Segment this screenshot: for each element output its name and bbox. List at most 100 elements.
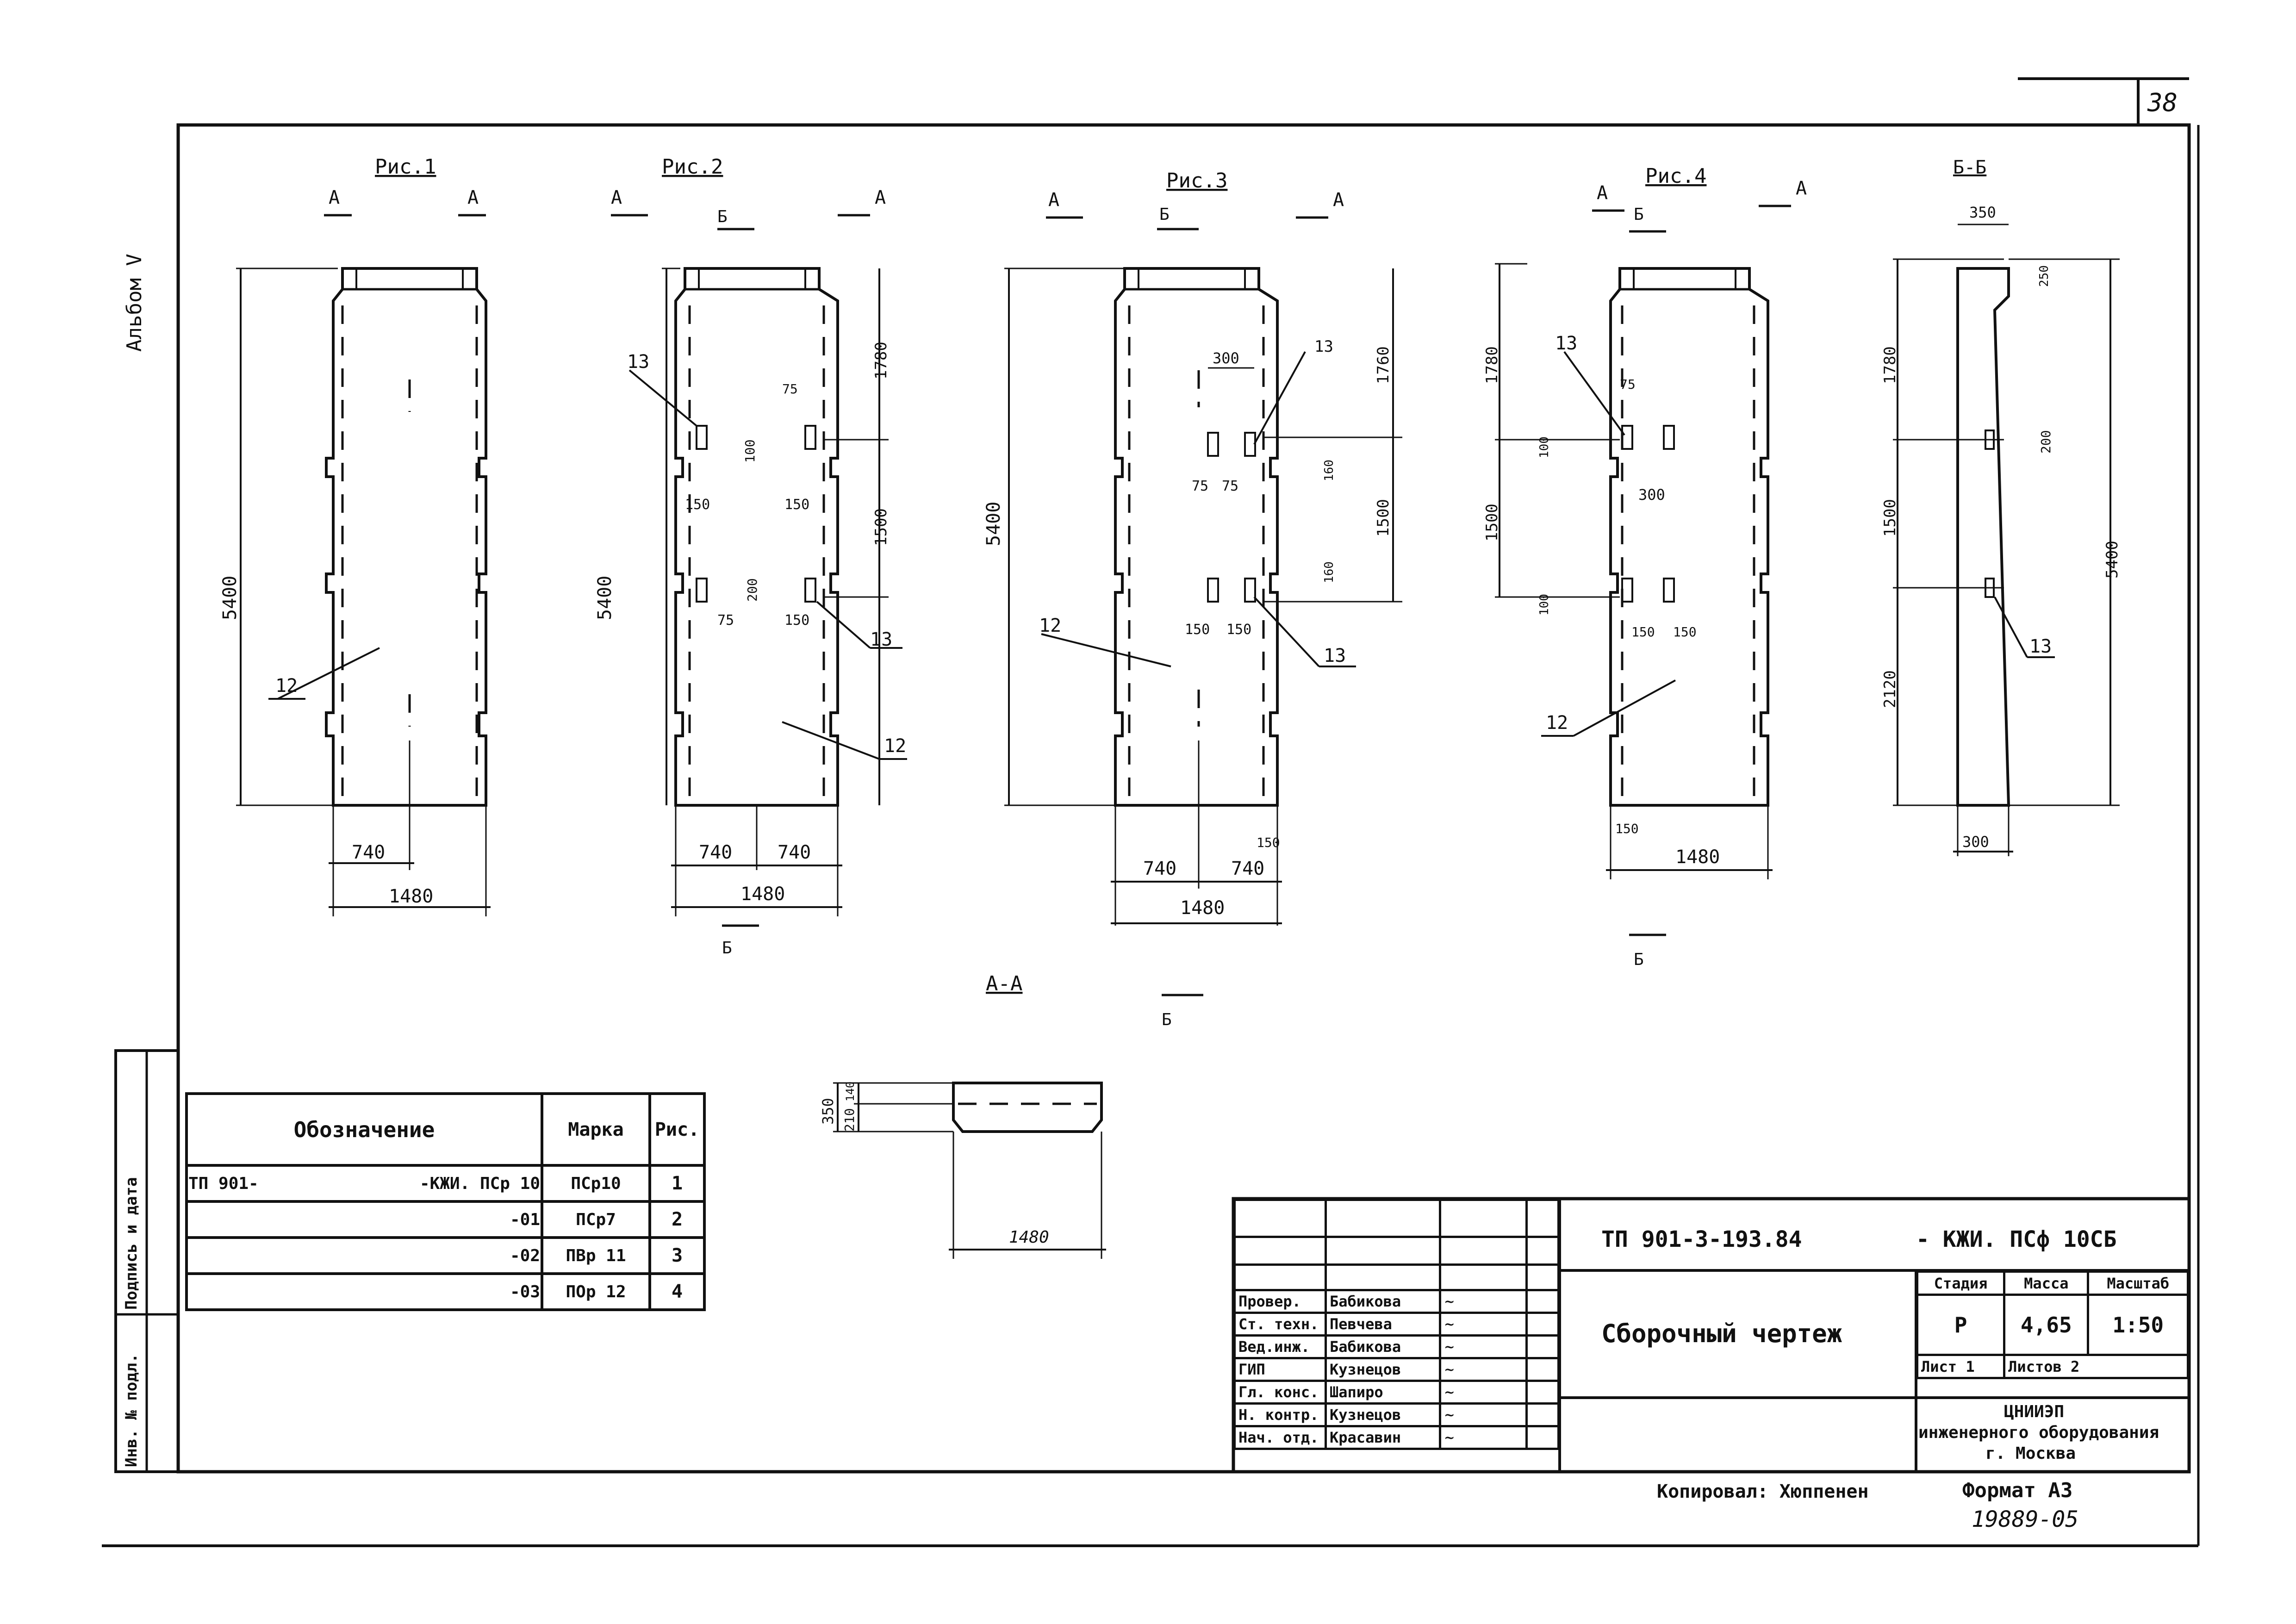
section-aa-title: А-А: [986, 972, 1022, 996]
fig1-title: Рис.1: [375, 155, 436, 179]
staff-role: Провер.: [1233, 1289, 1327, 1314]
section-aa-210: 210: [842, 1108, 857, 1132]
inv-label: Инв. № подл.: [122, 1353, 141, 1467]
fig3-cut-bottom: Б: [1162, 1010, 1172, 1029]
section-aa-350: 350: [819, 1098, 837, 1125]
doc-title: Сборочный чертеж: [1601, 1319, 1842, 1348]
spec-row: -03 ПОр 12 4: [185, 1272, 706, 1311]
fig4-1500: 1500: [1483, 504, 1501, 541]
org-line-2: инженерного оборудования: [1918, 1423, 2159, 1442]
fig3-cut-top: Б: [1159, 205, 1170, 224]
staff-name: Бабикова: [1325, 1289, 1441, 1314]
spec-row-mark: ПОр 12: [541, 1272, 651, 1311]
spec-row-prefix: ТП 901-: [185, 1164, 328, 1203]
staff-name: Певчева: [1325, 1312, 1441, 1337]
fig2-half-left: 740: [699, 842, 732, 863]
drawing-number: 19889-05: [1972, 1506, 2079, 1532]
spec-header-mark: Марка: [541, 1092, 651, 1167]
staff-row: Провер.Бабикова~: [1233, 1289, 1560, 1314]
staff-row: Нач. отд.Красавин~: [1233, 1425, 1560, 1450]
staff-table: Провер.Бабикова~ Ст. техн.Певчева~ Вед.и…: [1233, 1199, 1560, 1450]
fig2-1500: 1500: [872, 508, 890, 546]
spec-header-designation: Обозначение: [185, 1092, 543, 1167]
fig2-section-right: А: [875, 187, 886, 208]
fig4-section-left: А: [1597, 182, 1608, 204]
copied-by: Копировал: Хюппенен: [1657, 1481, 1869, 1502]
doc-code-suffix: - КЖИ. ПСф 10СБ: [1916, 1226, 2117, 1252]
section-bb-350: 350: [1969, 204, 1996, 221]
section-bb-pos13: 13: [2029, 636, 2052, 657]
fig3-height: 5400: [983, 502, 1004, 546]
spec-row-mark: ПВр 11: [541, 1236, 651, 1275]
fig2-cut-top: Б: [717, 207, 728, 226]
spec-row-mark: ПСр7: [541, 1200, 651, 1239]
sheet-label: Лист 1: [1916, 1354, 2006, 1379]
signature: ~: [1439, 1312, 1528, 1337]
fig3-1760: 1760: [1374, 346, 1393, 384]
fig2-1780: 1780: [872, 342, 890, 380]
fig4-100a: 100: [1537, 436, 1551, 458]
staff-name: Кузнецов: [1325, 1402, 1441, 1427]
stage-label: Стадия: [1916, 1270, 2006, 1296]
staff-role: Н. контр.: [1233, 1402, 1327, 1427]
fig3-section-right: А: [1333, 189, 1344, 211]
fig3-pos13-top: 13: [1314, 337, 1333, 356]
fig3-1500: 1500: [1374, 499, 1393, 537]
staff-role: Ст. техн.: [1233, 1312, 1327, 1337]
staff-name: Кузнецов: [1325, 1357, 1441, 1382]
staff-row: Н. контр.Кузнецов~: [1233, 1402, 1560, 1427]
signature: ~: [1439, 1334, 1528, 1359]
signature: ~: [1439, 1357, 1528, 1382]
mass-label: Масса: [2003, 1270, 2090, 1296]
signature: ~: [1439, 1402, 1528, 1427]
fig4-100b: 100: [1537, 594, 1551, 616]
fig3-150a: 150: [1185, 622, 1210, 638]
fig2-height-dim: 5400: [594, 576, 616, 620]
fig2-75a: 75: [782, 381, 798, 397]
section-aa-width: 1480: [1009, 1228, 1049, 1247]
fig3-300: 300: [1213, 349, 1239, 367]
format-label: Формат А3: [1962, 1479, 2073, 1502]
spec-row-fig: 1: [648, 1164, 706, 1203]
fig2-cut-bottom: Б: [722, 939, 732, 958]
spec-row-fig: 2: [648, 1200, 706, 1239]
sheet-number: 38: [2147, 88, 2178, 117]
fig4-75: 75: [1620, 377, 1636, 392]
fig2-200: 200: [745, 578, 760, 602]
fig4-pos13: 13: [1555, 333, 1577, 354]
staff-role: Гл. конс.: [1233, 1380, 1327, 1405]
figure-1: Рис.1 А А 5400 740 1480 12: [219, 155, 491, 916]
album-label: Альбом V: [123, 254, 146, 352]
spec-header-fig: Рис.: [648, 1092, 706, 1167]
scale-value: 1:50: [2087, 1294, 2189, 1356]
staff-name: Красавин: [1325, 1425, 1441, 1450]
fig2-half-right: 740: [778, 842, 811, 863]
staff-row: Ст. техн.Певчева~: [1233, 1312, 1560, 1337]
fig4-width: 1480: [1675, 846, 1720, 868]
fig3-150c: 150: [1257, 835, 1280, 850]
scale-label: Масштаб: [2087, 1270, 2189, 1296]
spec-row-designation: -01: [328, 1200, 543, 1239]
fig3-title: Рис.3: [1166, 169, 1227, 193]
staff-row: Вед.инж.Бабикова~: [1233, 1334, 1560, 1359]
org-line-1: ЦНИИЭП: [2004, 1402, 2065, 1421]
section-aa: А-А 350 210 140 1480: [819, 972, 1106, 1259]
spec-row: -02 ПВр 11 3: [185, 1236, 706, 1275]
fig2-pos13-bottom: 13: [870, 629, 892, 650]
fig2-150a: 150: [685, 497, 710, 513]
fig3-half-right: 740: [1231, 858, 1264, 879]
spec-row-fig: 4: [648, 1272, 706, 1311]
fig3-section-left: А: [1048, 189, 1059, 211]
stage-value: Р: [1916, 1294, 2006, 1356]
spec-table: Обозначение Марка Рис. ТП 901- -КЖИ. ПСр…: [185, 1092, 706, 1311]
fig4-1780: 1780: [1483, 346, 1501, 384]
fig2-title: Рис.2: [662, 155, 723, 179]
spec-row-designation: -КЖИ. ПСр 10: [328, 1164, 543, 1203]
staff-role: Вед.инж.: [1233, 1334, 1327, 1359]
spec-row-designation: -03: [328, 1272, 543, 1311]
fig3-width: 1480: [1180, 897, 1225, 919]
fig3-pos13-bottom: 13: [1324, 645, 1346, 666]
fig3-150b: 150: [1226, 622, 1251, 638]
